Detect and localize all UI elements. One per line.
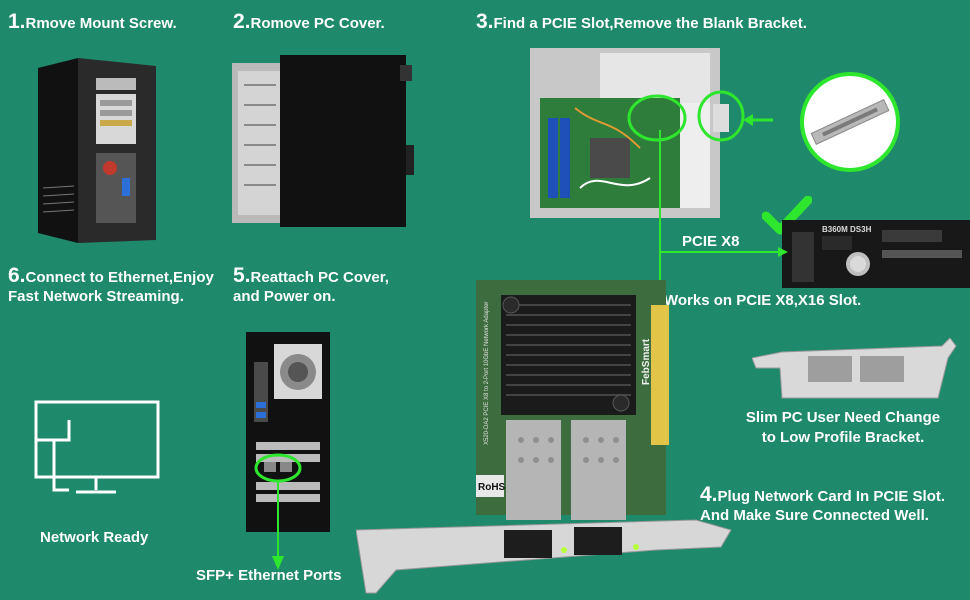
rohs-text: RoHS bbox=[478, 482, 506, 493]
step-text-line1: Plug Network Card In PCIE Slot. bbox=[717, 488, 946, 505]
brand-text: FebSmart bbox=[641, 338, 652, 385]
step-text-line2: and Power on. bbox=[233, 288, 336, 305]
slim-pc-line1: Slim PC User Need Change bbox=[745, 409, 941, 426]
step-text: Romove PC Cover. bbox=[250, 15, 385, 32]
works-on-label: Works on PCIE X8,X16 Slot. bbox=[664, 292, 862, 309]
sfp-ports-label: SFP+ Ethernet Ports bbox=[196, 567, 342, 584]
low-profile-bracket-image bbox=[752, 338, 957, 399]
step-number: 5. bbox=[233, 264, 251, 287]
monitor-icon bbox=[34, 400, 160, 494]
pc-rear-image bbox=[246, 332, 330, 532]
step-number: 2. bbox=[233, 10, 251, 33]
step-number: 4. bbox=[700, 483, 718, 506]
screw-highlight bbox=[103, 161, 117, 175]
pc-cover-image bbox=[232, 55, 414, 227]
step-3-title: 3.Find a PCIE Slot,Remove the Blank Brac… bbox=[476, 10, 807, 33]
pcie-gold-fingers bbox=[651, 305, 669, 445]
step-number: 6. bbox=[8, 264, 26, 287]
sfp-arrow bbox=[272, 480, 284, 570]
step-text: Rmove Mount Screw. bbox=[25, 15, 177, 32]
step-text-line1: Connect to Ethernet,Enjoy bbox=[25, 269, 214, 286]
step-5-title: 5.Reattach PC Cover, and Power on. bbox=[233, 264, 389, 306]
step-text: Find a PCIE Slot,Remove the Blank Bracke… bbox=[493, 15, 807, 32]
network-card-image: RoHS FebSmart X520-DA2 PCIE X8 to 2-Port… bbox=[356, 280, 732, 594]
open-pc-image bbox=[530, 48, 720, 218]
board-model-text: B360M DS3H bbox=[822, 225, 872, 234]
pcie-x8-label: PCIE X8 bbox=[682, 233, 740, 250]
step-number: 1. bbox=[8, 10, 26, 33]
step-text-line1: Reattach PC Cover, bbox=[250, 269, 389, 286]
board-print-text: X520-DA2 PCIE X8 to 2-Port 10GbE Network… bbox=[484, 302, 490, 445]
rohs-sticker bbox=[476, 475, 504, 497]
step-4-title: 4.Plug Network Card In PCIE Slot. And Ma… bbox=[700, 483, 946, 525]
step-6-title: 6.Connect to Ethernet,Enjoy Fast Network… bbox=[8, 264, 214, 306]
check-icon bbox=[762, 196, 812, 235]
step-number: 3. bbox=[476, 10, 494, 33]
pcie-slot-callouts bbox=[627, 90, 773, 142]
slim-pc-line2: to Low Profile Bracket. bbox=[761, 429, 925, 446]
step-1-title: 1.Rmove Mount Screw. bbox=[8, 10, 177, 33]
blank-bracket-magnifier bbox=[800, 72, 900, 172]
motherboard-slot-image: B360M DS3H bbox=[782, 220, 970, 288]
step-text-line2: Fast Network Streaming. bbox=[8, 288, 184, 305]
pc-tower-image bbox=[38, 58, 156, 243]
step-2-title: 2.Romove PC Cover. bbox=[233, 10, 385, 33]
network-ready-label: Network Ready bbox=[40, 529, 149, 546]
step-text-line2: And Make Sure Connected Well. bbox=[700, 507, 929, 524]
slim-pc-note: Slim PC User Need Change to Low Profile … bbox=[728, 408, 958, 448]
